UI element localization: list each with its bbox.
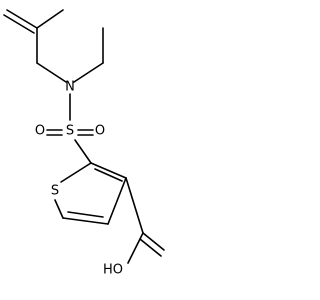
atom-oh: HO (103, 263, 123, 278)
bond-ring-c4-c3 (107, 177, 127, 225)
bond-ring-c5-c4 (90, 162, 127, 179)
bond-ring-c5-c4-inner (94, 168, 123, 182)
bond-methyl (36, 9, 64, 29)
atom-o-right: O (95, 124, 105, 139)
atom-n: N (65, 80, 75, 95)
atom-s-ring: S (51, 184, 59, 199)
bond-c-o-double-b (139, 238, 162, 257)
bond-ring-c2-s (54, 199, 64, 219)
bond-ring-c3-c2-inner (67, 211, 104, 218)
bond-c-o-double-a (142, 232, 165, 251)
molecule-structure: N S O O S HO (3, 9, 165, 278)
bond-c-oh (127, 232, 144, 264)
bond-ch2-methylene-b (3, 14, 35, 34)
bond-n-ethyl (73, 62, 104, 83)
bond-ring-s-c5 (60, 162, 92, 183)
bond-ring-cooh (125, 177, 144, 234)
bond-ring-c3-c2 (62, 217, 109, 225)
atom-o-left: O (35, 124, 45, 139)
bond-ch2-n (36, 62, 67, 83)
bond-ch2-methylene-a (6, 9, 38, 29)
atom-s-sulfonyl: S (66, 124, 74, 139)
bond-s-ring (74, 139, 92, 164)
